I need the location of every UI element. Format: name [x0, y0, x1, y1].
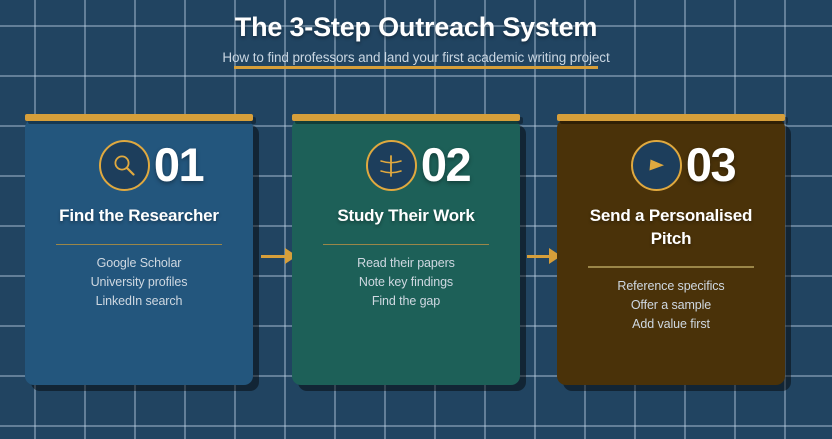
list-item: Add value first: [632, 316, 710, 331]
subtitle-wrapper: How to find professors and land your fir…: [222, 49, 610, 69]
header: The 3-Step Outreach System How to find p…: [0, 0, 832, 69]
list-item: Find the gap: [371, 294, 441, 309]
card-divider: [323, 243, 489, 246]
page-subtitle: How to find professors and land your fir…: [222, 50, 610, 65]
card-top-accent-bar: [557, 114, 785, 121]
list-item: Read their papers: [357, 256, 455, 271]
card-content: 03 Send a Personalised Pitch Reference s…: [557, 119, 785, 385]
step-title: Send a Personalised Pitch: [589, 206, 753, 248]
step-card-3[interactable]: 03 Send a Personalised Pitch Reference s…: [557, 114, 785, 385]
step-title: Study Their Work: [337, 206, 475, 225]
step-number: 03: [685, 138, 737, 192]
list-item: Offer a sample: [630, 297, 712, 312]
list-item: LinkedIn search: [95, 294, 183, 309]
card-header-row: 01: [25, 140, 253, 191]
magnifier-icon: [98, 140, 150, 191]
card-divider: [56, 243, 222, 246]
list-item: Note key findings: [358, 275, 454, 290]
arrow-line: [527, 254, 549, 258]
arrow-line: [261, 254, 285, 258]
list-item: Google Scholar: [96, 256, 182, 271]
card-divider: [588, 266, 754, 268]
card-header-row: 03: [557, 140, 785, 191]
step-bullet-list: Google Scholar University profiles Linke…: [91, 254, 188, 311]
arrow-step2-to-step3-icon: [527, 248, 561, 264]
step-bullet-list: Read their papers Note key findings Find…: [357, 254, 455, 311]
list-item: University profiles: [90, 275, 188, 290]
step-bullet-list: Reference specifics Offer a sample Add v…: [617, 277, 724, 334]
send-arrow-icon: [630, 140, 682, 191]
step-card-1[interactable]: 01 Find the Researcher Google Scholar Un…: [25, 114, 253, 385]
subtitle-underline-accent: [234, 66, 598, 69]
card-top-accent-bar: [25, 114, 253, 121]
page-title: The 3-Step Outreach System: [234, 12, 598, 42]
step-number: 01: [153, 138, 205, 192]
step-card-2[interactable]: 02 Study Their Work Read their papers No…: [292, 114, 520, 385]
step-title: Find the Researcher: [59, 206, 219, 225]
card-content: 02 Study Their Work Read their papers No…: [292, 119, 520, 385]
list-item: Reference specifics: [617, 278, 725, 293]
step-number: 02: [420, 138, 472, 192]
card-header-row: 02: [292, 140, 520, 191]
balance-scale-icon: [365, 140, 417, 191]
card-top-accent-bar: [292, 114, 520, 121]
card-content: 01 Find the Researcher Google Scholar Un…: [25, 119, 253, 385]
